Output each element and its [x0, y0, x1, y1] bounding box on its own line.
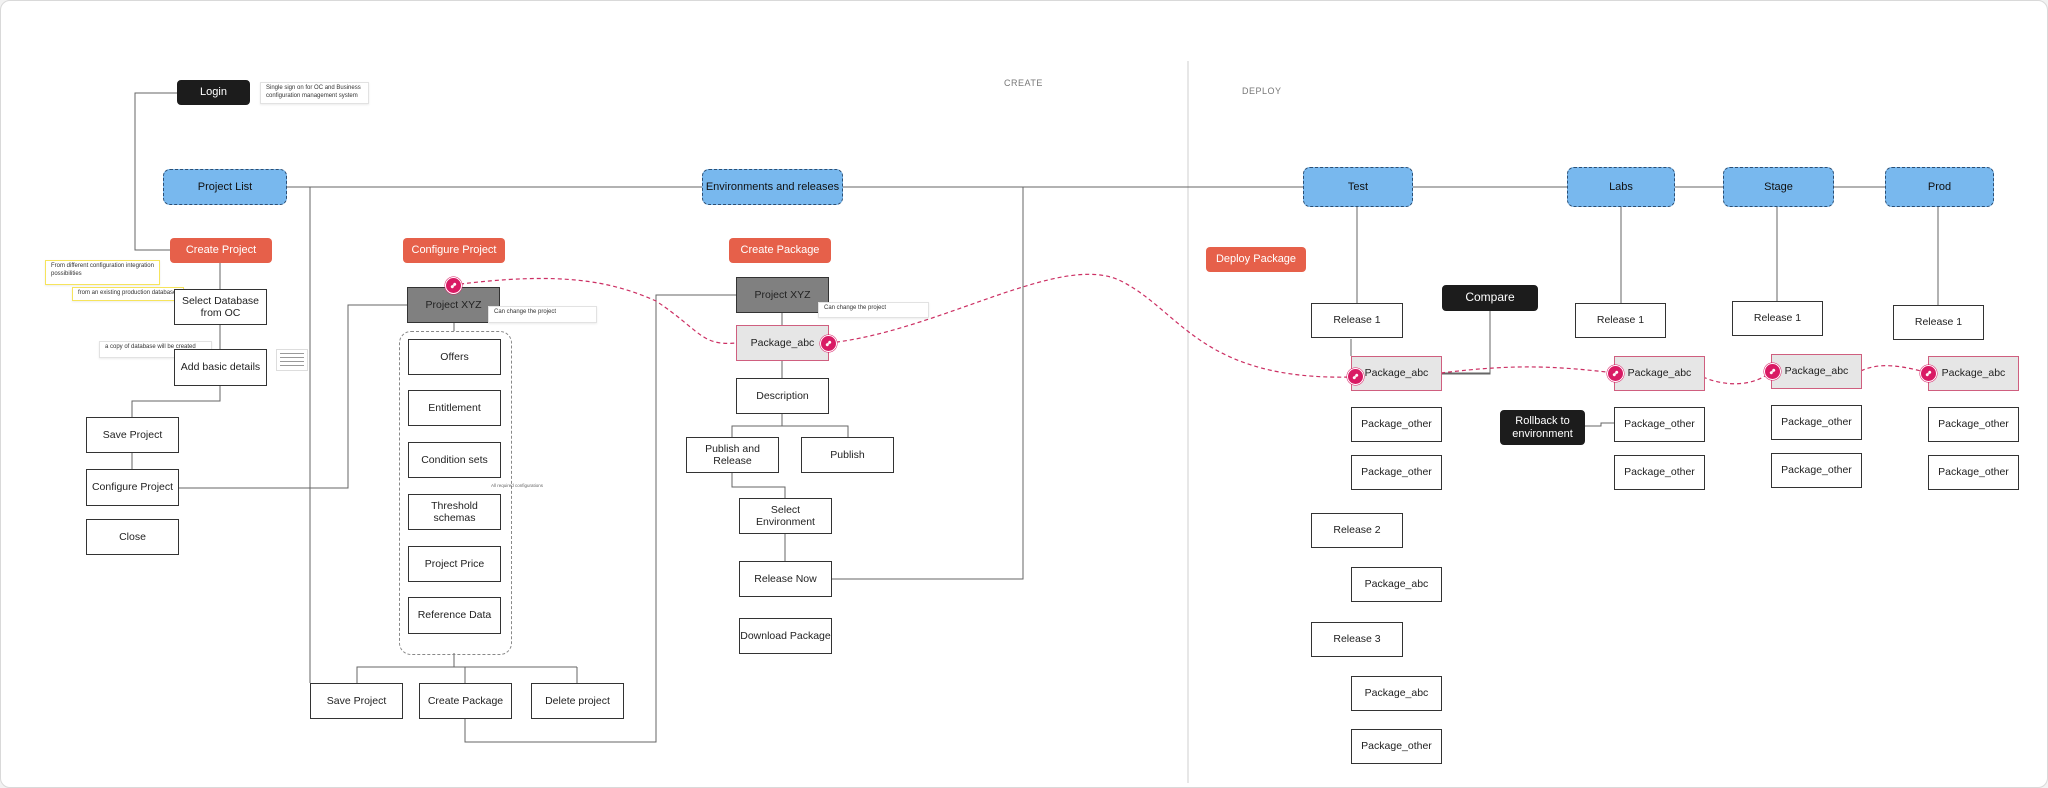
threshold-schemas-node[interactable]: Threshold schemas	[408, 494, 501, 530]
test-release-3-other-node[interactable]: Package_other	[1351, 729, 1442, 764]
project-list-node[interactable]: Project List	[163, 169, 287, 205]
publish-node[interactable]: Publish	[801, 437, 894, 473]
condition-sets-node[interactable]: Condition sets	[408, 442, 501, 478]
prod-package-other-node[interactable]: Package_other	[1928, 407, 2019, 442]
deploy-package-header[interactable]: Deploy Package	[1206, 247, 1306, 272]
group-note: All required configurations	[491, 483, 544, 488]
description-node[interactable]: Description	[736, 378, 829, 414]
package-change-project-note: Can change the project	[818, 302, 929, 318]
create-package-header[interactable]: Create Package	[729, 238, 831, 263]
prod-package-other-node-2[interactable]: Package_other	[1928, 455, 2019, 490]
configure-project-node[interactable]: Configure Project	[86, 469, 179, 506]
env-test-node[interactable]: Test	[1303, 167, 1413, 207]
stage-package-abc-node[interactable]: Package_abc	[1771, 354, 1862, 389]
link-pin-icon	[445, 277, 462, 294]
test-package-other-node[interactable]: Package_other	[1351, 407, 1442, 442]
create-package-node[interactable]: Create Package	[419, 683, 512, 719]
labs-package-other-node[interactable]: Package_other	[1614, 407, 1705, 442]
package-abc-node[interactable]: Package_abc	[736, 325, 829, 361]
login-note: Single sign on for OC and Business confi…	[260, 82, 369, 104]
create-project-header[interactable]: Create Project	[170, 238, 272, 263]
link-pin-icon	[1347, 368, 1364, 385]
labs-package-other-node-2[interactable]: Package_other	[1614, 455, 1705, 490]
labs-release-1-node[interactable]: Release 1	[1575, 303, 1666, 338]
configure-project-header[interactable]: Configure Project	[403, 238, 505, 263]
login-node[interactable]: Login	[177, 80, 250, 105]
select-environment-node[interactable]: Select Environment	[739, 498, 832, 534]
project-price-node[interactable]: Project Price	[408, 546, 501, 582]
release-now-node[interactable]: Release Now	[739, 561, 832, 597]
link-pin-icon	[1607, 365, 1624, 382]
env-labs-node[interactable]: Labs	[1567, 167, 1675, 207]
env-prod-node[interactable]: Prod	[1885, 167, 1994, 207]
select-database-node[interactable]: Select Database from OC	[174, 289, 267, 325]
form-thumbnail	[276, 349, 308, 371]
delete-project-node[interactable]: Delete project	[531, 683, 624, 719]
test-release-2-node[interactable]: Release 2	[1311, 513, 1403, 548]
configurations-group	[399, 331, 512, 655]
stage-release-1-node[interactable]: Release 1	[1732, 301, 1823, 336]
stage-package-other-node-2[interactable]: Package_other	[1771, 453, 1862, 488]
publish-and-release-node[interactable]: Publish and Release	[686, 437, 779, 473]
existing-db-note: from an existing production database	[72, 287, 184, 301]
test-release-1-node[interactable]: Release 1	[1311, 303, 1403, 338]
offers-node[interactable]: Offers	[408, 339, 501, 375]
entitlement-node[interactable]: Entitlement	[408, 390, 501, 426]
save-project-node[interactable]: Save Project	[86, 417, 179, 453]
add-basic-details-node[interactable]: Add basic details	[174, 349, 267, 386]
link-pin-icon	[820, 335, 837, 352]
reference-data-node[interactable]: Reference Data	[408, 597, 501, 634]
env-stage-node[interactable]: Stage	[1723, 167, 1834, 207]
prod-package-abc-node[interactable]: Package_abc	[1928, 356, 2019, 391]
test-package-other-node-2[interactable]: Package_other	[1351, 455, 1442, 490]
link-pin-icon	[1920, 365, 1937, 382]
prod-release-1-node[interactable]: Release 1	[1893, 305, 1984, 340]
link-pin-icon	[1764, 363, 1781, 380]
section-label-deploy: DEPLOY	[1242, 86, 1282, 96]
test-release-3-package-node[interactable]: Package_abc	[1351, 676, 1442, 711]
save-project-node-2[interactable]: Save Project	[310, 683, 403, 719]
stage-package-other-node[interactable]: Package_other	[1771, 405, 1862, 440]
environments-releases-node[interactable]: Environments and releases	[702, 169, 843, 205]
test-package-abc-node[interactable]: Package_abc	[1351, 356, 1442, 391]
section-label-create: CREATE	[1004, 78, 1043, 88]
change-project-note: Can change the project	[488, 306, 597, 323]
download-package-node[interactable]: Download Package	[739, 618, 832, 654]
labs-package-abc-node[interactable]: Package_abc	[1614, 356, 1705, 391]
test-release-3-node[interactable]: Release 3	[1311, 622, 1403, 657]
integration-note: From different configuration integration…	[45, 260, 160, 285]
test-release-2-package-node[interactable]: Package_abc	[1351, 567, 1442, 602]
close-node[interactable]: Close	[86, 519, 179, 555]
package-project-xyz-node[interactable]: Project XYZ	[736, 277, 829, 313]
rollback-node[interactable]: Rollback to environment	[1500, 410, 1585, 445]
compare-node[interactable]: Compare	[1442, 285, 1538, 311]
